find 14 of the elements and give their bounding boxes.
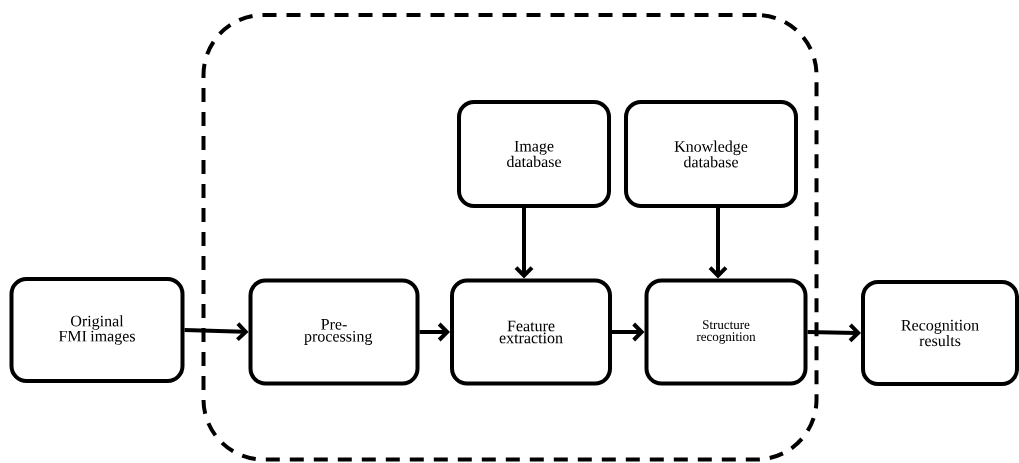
arrow <box>807 323 861 343</box>
process-box: Original FMI images <box>9 277 185 383</box>
arrow <box>419 322 450 342</box>
arrow <box>612 322 645 342</box>
process-box: Knowledge database <box>624 100 798 208</box>
arrow <box>708 208 728 279</box>
process-box: Feature extraction <box>450 278 612 386</box>
arrow <box>514 208 534 279</box>
process-box: Recognition results <box>861 280 1019 386</box>
process-box: Structure recognition <box>644 278 808 386</box>
process-box: Pre- processing <box>248 278 420 386</box>
dashed-boundary <box>201 13 819 462</box>
arrow <box>184 322 249 342</box>
process-box: Image database <box>457 100 611 208</box>
